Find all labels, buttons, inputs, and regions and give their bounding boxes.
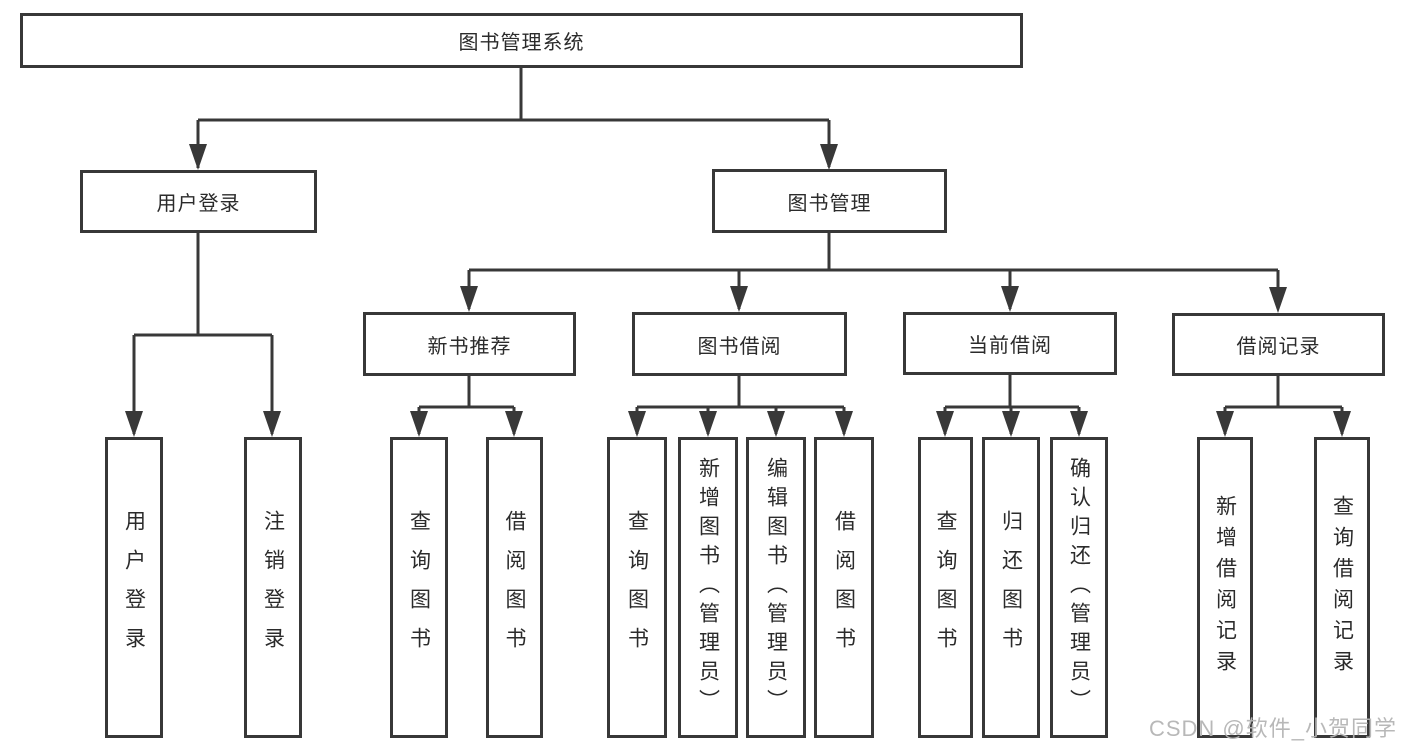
arrowhead-icon: [699, 411, 717, 437]
leaf-return-books: 归还图书: [982, 437, 1040, 738]
leaf-borrow-books-1: 借阅图书: [486, 437, 543, 738]
arrowhead-icon: [730, 286, 748, 312]
arrowhead-icon: [1333, 411, 1351, 437]
arrowhead-icon: [1216, 411, 1234, 437]
arrowhead-icon: [410, 411, 428, 437]
node-book-borrowing: 图书借阅: [632, 312, 847, 376]
node-book-management-group: 图书管理: [712, 169, 947, 233]
leaf-query-borrow-record: 查询借阅记录: [1314, 437, 1370, 738]
arrowhead-icon: [1070, 411, 1088, 437]
leaf-query-books-2: 查询图书: [607, 437, 667, 738]
leaf-edit-books-admin: 编辑图书（管理员）: [746, 437, 806, 738]
leaf-confirm-return-admin: 确认归还（管理员）: [1050, 437, 1108, 738]
arrowhead-icon: [1269, 287, 1287, 313]
connector-path: [132, 68, 1344, 434]
watermark: CSDN @软件_小贺同学: [1148, 716, 1397, 741]
arrowhead-icon: [628, 411, 646, 437]
node-book-management-system: 图书管理系统: [20, 13, 1023, 68]
leaf-add-books-admin: 新增图书（管理员）: [678, 437, 738, 738]
arrowhead-icon: [1001, 286, 1019, 312]
arrowhead-icon: [189, 144, 207, 170]
arrowhead-icon: [460, 286, 478, 312]
leaf-borrow-books-2: 借阅图书: [814, 437, 874, 738]
leaf-query-books-3: 查询图书: [918, 437, 973, 738]
arrowhead-icon: [936, 411, 954, 437]
node-new-book-recommend: 新书推荐: [363, 312, 576, 376]
leaf-query-books-1: 查询图书: [390, 437, 448, 738]
arrowhead-icon: [820, 144, 838, 170]
leaf-add-borrow-record: 新增借阅记录: [1197, 437, 1253, 738]
arrowhead-icon: [1002, 411, 1020, 437]
arrowhead-icon: [835, 411, 853, 437]
leaf-user-login: 用户登录: [105, 437, 163, 738]
node-borrowing-records: 借阅记录: [1172, 313, 1385, 376]
arrowhead-icon: [505, 411, 523, 437]
arrowhead-icon: [125, 411, 143, 437]
node-current-borrowing: 当前借阅: [903, 312, 1117, 375]
node-user-login-group: 用户登录: [80, 170, 317, 233]
arrowhead-icon: [263, 411, 281, 437]
arrowhead-icon: [767, 411, 785, 437]
leaf-logout: 注销登录: [244, 437, 302, 738]
